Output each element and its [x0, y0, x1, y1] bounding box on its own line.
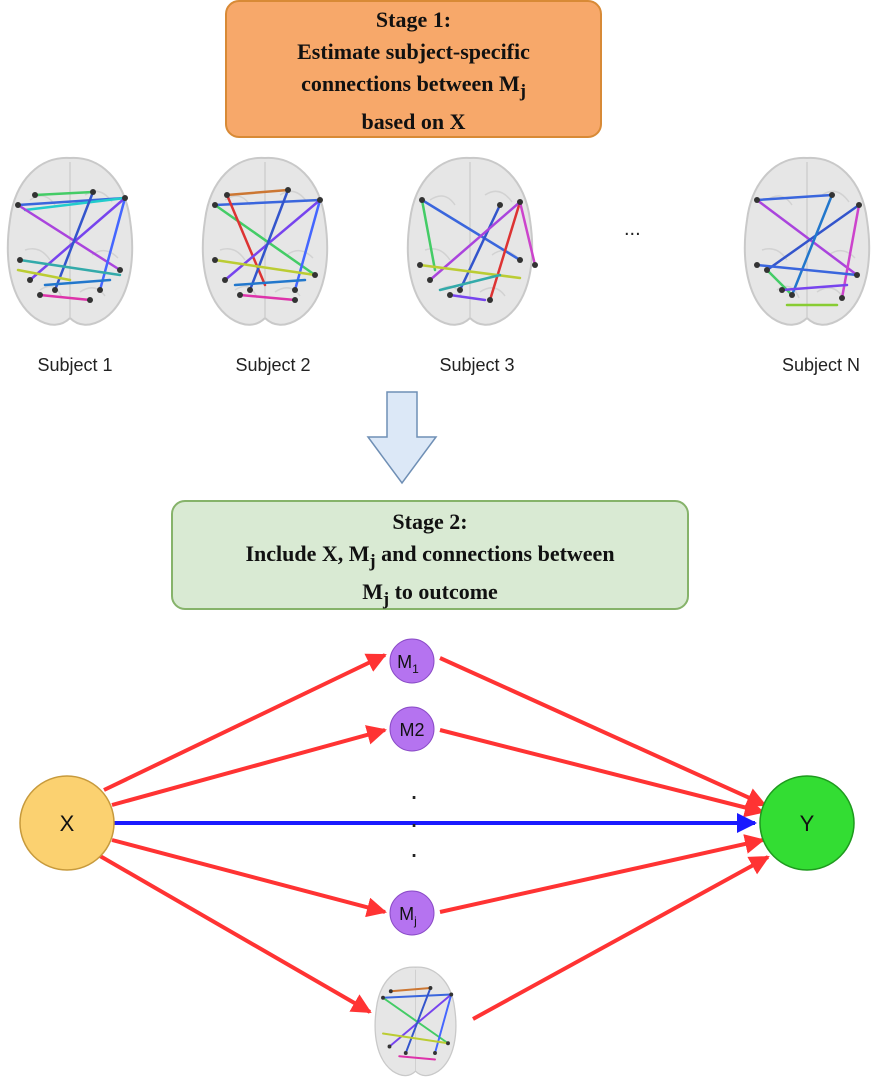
subject-3-label: Subject 3 [439, 355, 515, 375]
stage2-line3-sub: j [382, 588, 390, 609]
node-mj [389, 890, 435, 936]
stage1-line4: based on X [361, 109, 466, 135]
down-arrow-icon [366, 391, 438, 485]
vdot-1: · [409, 780, 418, 811]
arrow-x-to-m2 [111, 725, 387, 807]
node-m1-label: M1 [397, 652, 419, 676]
stage1-title: Stage 1: [375, 7, 452, 32]
node-mj-label: Mj [399, 904, 417, 928]
brain-subject-2-image [201, 156, 329, 326]
arrow-x-to-mj [111, 838, 387, 918]
node-x [19, 775, 115, 871]
stage2-line2-post: and connections between [375, 541, 615, 566]
node-x-label: X [60, 811, 75, 836]
arrow-x-to-m1 [103, 653, 387, 792]
subject-2-label: Subject 2 [235, 355, 311, 375]
vdot-3: · [409, 838, 418, 869]
node-m1 [389, 638, 435, 684]
stage2-line3-post: to outcome [389, 579, 498, 605]
arrow-m1-to-y [439, 656, 767, 807]
stage2-line3: Mj to outcome [173, 576, 687, 614]
stage1-line3: connections between Mj [227, 68, 600, 106]
brain-subject-n-image [743, 156, 871, 326]
arrow-brain-to-y [472, 855, 770, 1021]
stage2-line2-sub: j [369, 550, 376, 571]
vdot-2: · [409, 808, 418, 839]
stage1-box: Stage 1: Estimate subject-specific conne… [225, 0, 602, 138]
stage1-line3-text: connections between M [301, 71, 520, 96]
stage1-line3-sub: j [519, 80, 526, 101]
node-m2-label: M2 [399, 720, 424, 740]
subject-1-label: Subject 1 [37, 355, 113, 375]
stage1-line2: Estimate subject-specific [297, 39, 530, 64]
brain-subject-1-image [6, 156, 134, 326]
arrow-x-to-brain [98, 854, 372, 1014]
subjects-ellipsis: ... [624, 218, 641, 240]
subject-n-label: Subject N [781, 355, 861, 375]
stage2-line3-pre: M [362, 579, 383, 605]
arrow-mj-to-y [439, 834, 765, 914]
node-y-label: Y [800, 811, 815, 836]
arrow-m2-to-y [439, 728, 765, 818]
node-y [759, 775, 855, 871]
brain-connectivity-node-image [374, 966, 457, 1077]
stage2-box: Stage 2: Include X, Mj and connections b… [171, 500, 689, 610]
stage2-line2: Include X, Mj and connections between [173, 538, 687, 576]
node-m2 [389, 706, 435, 752]
stage2-line2-pre: Include X, M [245, 541, 370, 566]
brain-subject-3-image [406, 156, 538, 326]
stage2-title: Stage 2: [392, 509, 468, 534]
